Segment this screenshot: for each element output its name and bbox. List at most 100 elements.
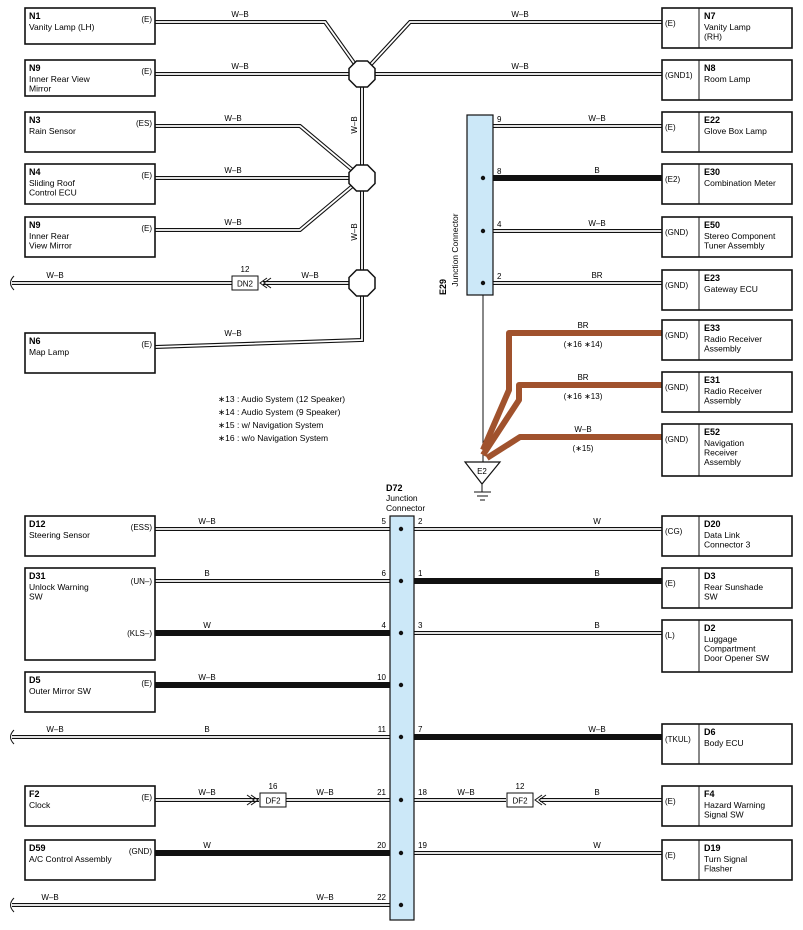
component-id: N1	[29, 11, 41, 21]
e29-name: Junction Connector	[450, 213, 460, 286]
component-name: Radio Receiver	[704, 334, 762, 344]
e29-pin: 9	[497, 115, 502, 124]
component-name: Hazard Warning	[704, 800, 765, 810]
component-d5	[24, 671, 156, 713]
wire-color-label: B	[204, 725, 209, 734]
inline-connector-df2-left-arrow-icon	[246, 794, 259, 806]
component-e30	[661, 163, 793, 205]
junctions-and-connectors	[10, 60, 547, 921]
d72-pin-left: 10	[377, 673, 386, 682]
component-d19	[661, 839, 793, 881]
d72-pin-right: 19	[418, 841, 427, 850]
e29-id: E29	[438, 279, 448, 295]
component-name: Assembly	[704, 344, 742, 354]
component-id: N4	[29, 167, 41, 177]
component-name: Navigation	[704, 438, 744, 448]
component-n1	[24, 7, 156, 45]
component-name: (RH)	[704, 32, 722, 42]
splice-junction-3	[348, 269, 376, 297]
wire-color-label: W–B	[198, 673, 215, 682]
wire-color-label: W–B	[224, 218, 241, 227]
component-id: N8	[704, 63, 716, 73]
component-pin: (E)	[141, 340, 152, 349]
component-name: A/C Control Assembly	[29, 854, 112, 864]
component-e23	[661, 269, 793, 311]
inline-connector-df2-left-number: 16	[269, 782, 278, 791]
wire-color-label-vertical: W–B	[350, 223, 359, 240]
component-pin: (E)	[141, 679, 152, 688]
component-id: E50	[704, 220, 720, 230]
component-id: N3	[29, 115, 41, 125]
component-n3	[24, 111, 156, 153]
component-id: D12	[29, 519, 46, 529]
inline-connector-df2-left	[259, 792, 287, 808]
variant-label: (∗16 ∗14)	[564, 340, 603, 349]
component-pin: (GND1)	[665, 71, 693, 80]
component-pin: (GND)	[665, 228, 688, 237]
component-pin: (UN–)	[131, 577, 153, 586]
component-n4	[24, 163, 156, 205]
wire-color-label: B	[594, 621, 599, 630]
d72-pin-left: 20	[377, 841, 386, 850]
component-pin: (GND)	[665, 281, 688, 290]
component-id: N9	[29, 63, 41, 73]
inline-connector-dn2-number: 12	[241, 265, 250, 274]
component-pin: (E)	[141, 171, 152, 180]
wire-color-label-vertical: W–B	[350, 116, 359, 133]
inline-connector-df2-right-arrow-icon	[534, 794, 547, 806]
ground-e2-icon	[463, 461, 502, 485]
wire-n3-core	[155, 125, 363, 179]
e29-node	[480, 280, 486, 286]
component-name: Mirror	[29, 84, 51, 94]
d72-node	[398, 682, 404, 688]
component-d59	[24, 839, 156, 881]
note-14: ∗14 : Audio System (9 Speaker)	[218, 407, 341, 417]
component-name: Outer Mirror SW	[29, 686, 91, 696]
component-name: SW	[704, 592, 718, 602]
component-id: N9	[29, 220, 41, 230]
component-name: Turn Signal	[704, 854, 747, 864]
component-name: Connector 3	[704, 540, 751, 550]
e29-node	[480, 228, 486, 234]
component-d6	[661, 723, 793, 765]
component-name: View Mirror	[29, 241, 72, 251]
splice-junction-1	[348, 60, 376, 88]
component-pin: (E)	[665, 19, 676, 28]
component-e33	[661, 319, 793, 361]
wire-color-label: W	[593, 841, 601, 850]
wire-color-label: W–B	[588, 114, 605, 123]
component-d3	[661, 567, 793, 609]
d72-node	[398, 630, 404, 636]
component-name: Luggage	[704, 634, 737, 644]
wire-color-label: W–B	[198, 517, 215, 526]
wire-color-label: B	[204, 569, 209, 578]
wire-color-label: B	[594, 166, 599, 175]
notes: ∗13 : Audio System (12 Speaker) ∗14 : Au…	[218, 394, 345, 443]
component-d12	[24, 515, 156, 557]
d72-name: Connector	[386, 503, 425, 513]
d72-connector	[389, 515, 415, 921]
wire-color-label: W–B	[231, 10, 248, 19]
component-name: Tuner Assembly	[704, 241, 765, 251]
component-id: E52	[704, 427, 720, 437]
component-id: E22	[704, 115, 720, 125]
wires	[12, 20, 662, 907]
component-name: Inner Rear	[29, 231, 69, 241]
component-name: Flasher	[704, 864, 733, 874]
wire-color-label: B	[594, 788, 599, 797]
wire-color-label: W–B	[41, 893, 58, 902]
component-e31	[661, 371, 793, 413]
wire-e52	[485, 434, 662, 461]
d72-id: D72	[386, 483, 403, 493]
inline-connector-df2-left-label: DF2	[265, 797, 281, 806]
component-name: Clock	[29, 800, 51, 810]
inline-connector-df2-right	[506, 792, 534, 808]
component-n7	[661, 7, 793, 49]
component-pin: (ES)	[136, 119, 152, 128]
component-d31	[24, 567, 156, 661]
component-pin: (GND)	[665, 383, 688, 392]
component-id: D5	[29, 675, 41, 685]
e29-pin: 8	[497, 167, 502, 176]
wire-color-label: W–B	[511, 62, 528, 71]
